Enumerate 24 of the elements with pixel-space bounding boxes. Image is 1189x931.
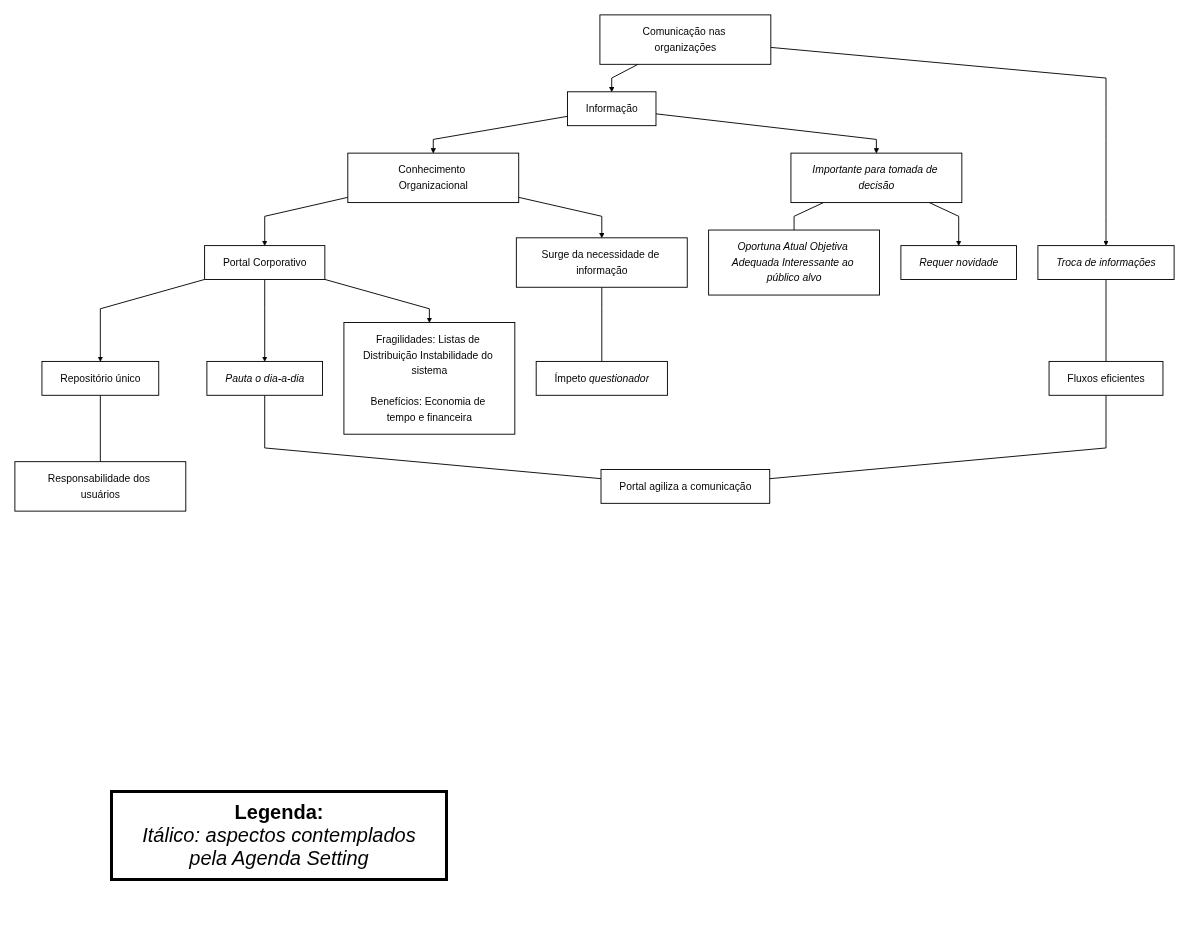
node-box: Oportuna Atual Objetiva Adequada Interessante ao público alvo bbox=[708, 229, 880, 296]
node-box: Pauta o dia-a-dia bbox=[206, 360, 323, 396]
connector bbox=[769, 394, 1107, 480]
node-box: Importante para tomada de decisão bbox=[790, 152, 963, 204]
legend-text: Itálico: aspectos contemplados pela Agenda Setting bbox=[141, 824, 417, 870]
node-box: Fragilidades: Listas de Distribuição Instabilidade do sistema Benefícios: Economia de tempo e financeira bbox=[343, 322, 516, 435]
connector bbox=[99, 394, 101, 463]
node-box: Responsabilidade dos usuários bbox=[14, 461, 187, 512]
node-box: Surge da necessidade de informação bbox=[515, 237, 688, 288]
node-box: Conhecimento Organizacional bbox=[347, 152, 520, 204]
node-box: Ímpeto questionador bbox=[535, 360, 668, 396]
node-box: Repositório único bbox=[41, 360, 160, 396]
node-box: Fluxos eficientes bbox=[1048, 360, 1164, 396]
node-box: Troca de informações bbox=[1037, 245, 1175, 280]
node-box: Portal Corporativo bbox=[204, 245, 326, 280]
node-box: Informação bbox=[567, 91, 657, 127]
connector bbox=[793, 202, 824, 231]
connector bbox=[601, 286, 603, 362]
connector bbox=[1105, 279, 1107, 362]
node-box: Comunicação nas organizações bbox=[599, 14, 772, 65]
connector bbox=[264, 394, 602, 480]
node-box: Requer novidade bbox=[900, 245, 1017, 280]
legend-heading: Legenda: bbox=[233, 801, 325, 824]
node-box: Portal agiliza a comunicação bbox=[600, 469, 771, 504]
